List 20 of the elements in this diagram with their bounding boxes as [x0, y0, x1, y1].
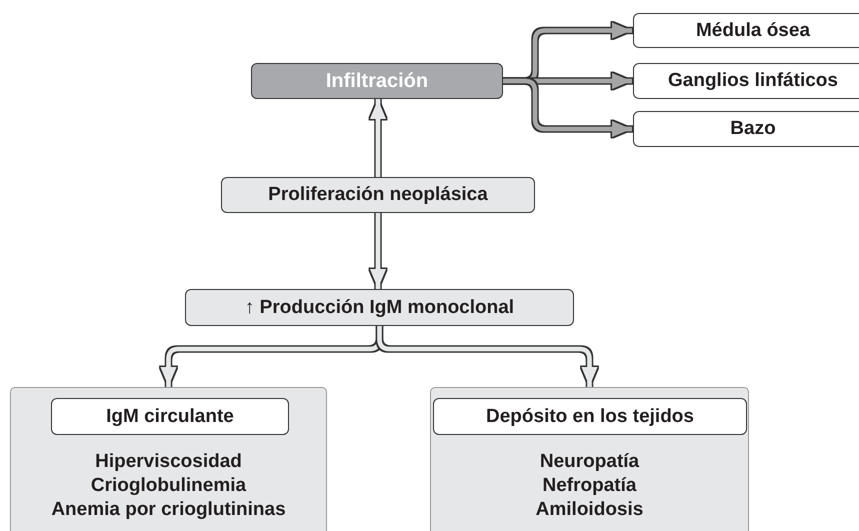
label-box: Depósito en los tejidos — [433, 398, 747, 435]
symptom-text: Neuropatía — [540, 450, 640, 474]
symptom-text: Crioglobulinemia — [90, 474, 246, 498]
symptom-text: Nefropatía — [542, 474, 636, 498]
process-box: ↑ Producción IgM monoclonal — [185, 289, 574, 326]
label-box: Bazo — [633, 111, 859, 147]
group-panel — [10, 387, 327, 531]
label-box: Médula ósea — [633, 13, 859, 48]
symptom-text: Hiperviscosidad — [95, 450, 242, 474]
symptom-text: Amiloidosis — [536, 498, 644, 522]
arrow — [377, 326, 598, 387]
group-panel — [430, 387, 749, 531]
process-box: Proliferación neoplásica — [221, 177, 535, 213]
arrow — [370, 99, 386, 177]
label-box: Ganglios linfáticos — [633, 63, 859, 99]
symptom-text: Anemia por crioglutininas — [51, 498, 286, 522]
arrow — [370, 213, 386, 289]
arrow — [503, 78, 632, 137]
label-box: IgM circulante — [51, 398, 289, 435]
process-box: Infiltración — [251, 63, 503, 99]
